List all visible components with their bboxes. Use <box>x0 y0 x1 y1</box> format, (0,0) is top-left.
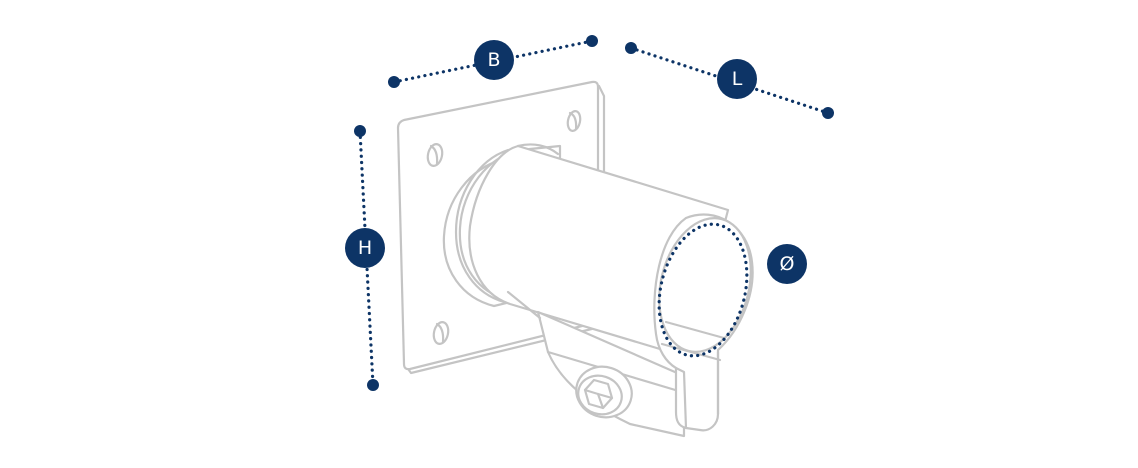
diameter-label: Ø <box>780 253 795 275</box>
dimension-b-endpoint-left <box>388 76 400 88</box>
dimension-h-endpoint-top <box>354 125 366 137</box>
diameter-indicator <box>657 222 749 358</box>
dimension-b-badge <box>474 40 514 80</box>
dimension-h: H <box>345 125 385 391</box>
dimension-h-badge <box>345 228 385 268</box>
dimension-h-label: H <box>358 237 372 259</box>
diameter-badge <box>767 244 807 284</box>
dimension-b-label: B <box>487 49 500 71</box>
dimension-l-badge <box>717 59 757 99</box>
dimension-h-endpoint-bottom <box>367 379 379 391</box>
clamp-collar <box>653 213 754 432</box>
hex-socket-screw-icon <box>575 365 633 419</box>
dimension-l-label: L <box>732 68 743 90</box>
diameter-dotted-ring <box>657 222 749 358</box>
dimension-l-endpoint-left <box>625 42 637 54</box>
dimension-b-endpoint-right <box>586 35 598 47</box>
dimension-b: B <box>388 35 598 88</box>
dimension-l: L <box>625 42 834 119</box>
dimension-diameter: Ø <box>767 244 807 284</box>
dimension-l-endpoint-right <box>822 107 834 119</box>
